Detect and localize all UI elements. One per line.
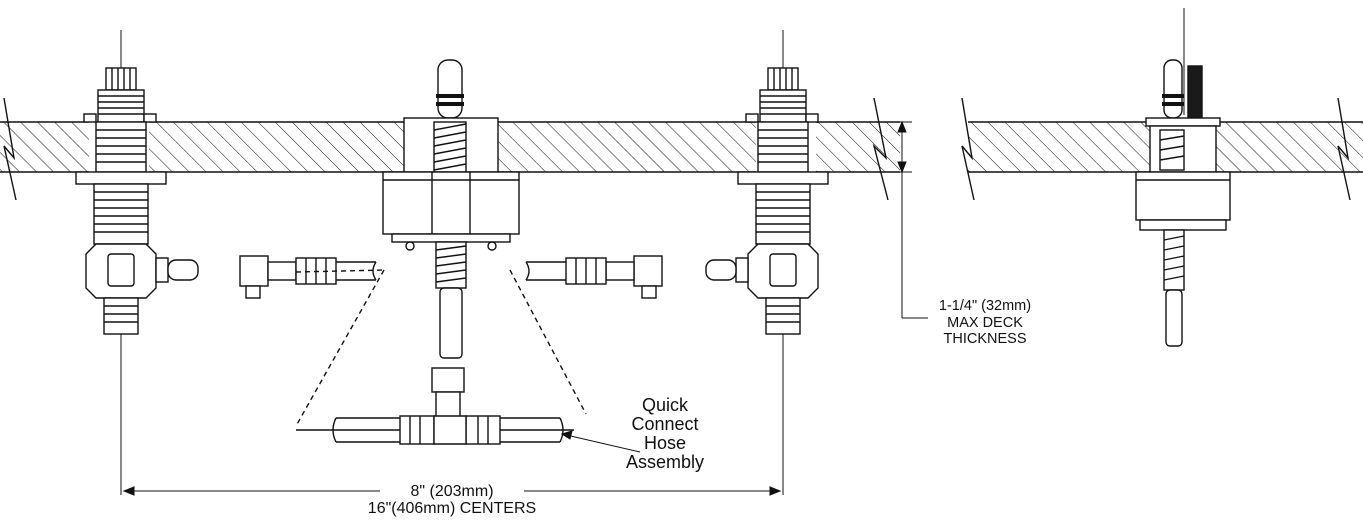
side-view-spout <box>1135 59 1231 347</box>
quick-connect-tee <box>295 269 587 445</box>
deck-thickness-line-1: 1-1/4" (32mm) <box>938 298 1032 314</box>
centers-line-1: 8" (203mm) <box>410 483 494 500</box>
centers-line-2: 16"(406mm) CENTERS <box>367 499 537 517</box>
quick-connect-line-4: Assembly <box>625 451 705 472</box>
center-spout-body <box>382 59 520 359</box>
centers-dimension-label: 8" (203mm) 16"(406mm) CENTERS <box>330 483 574 518</box>
quick-connect-line-3: Hose <box>643 432 687 453</box>
deck-thickness-line-3: THICKNESS <box>943 331 1027 348</box>
deck-thickness-label: 1-1/4" (32mm) MAX DECK THICKNESS <box>900 298 1070 348</box>
left-valve <box>75 67 199 335</box>
right-valve <box>705 67 829 335</box>
quick-connect-line-2: Connect <box>631 413 699 434</box>
lever-handle-side-icon <box>1187 65 1203 119</box>
deck-thickness-line-2: MAX DECK <box>947 314 1023 331</box>
dimension-lines <box>122 120 928 496</box>
quick-connect-hose-label: Quick Connect Hose Assembly <box>610 396 720 472</box>
quick-connect-line-1: Quick <box>641 395 688 415</box>
left-hose-connector <box>239 255 377 299</box>
right-hose-connector <box>525 255 663 299</box>
